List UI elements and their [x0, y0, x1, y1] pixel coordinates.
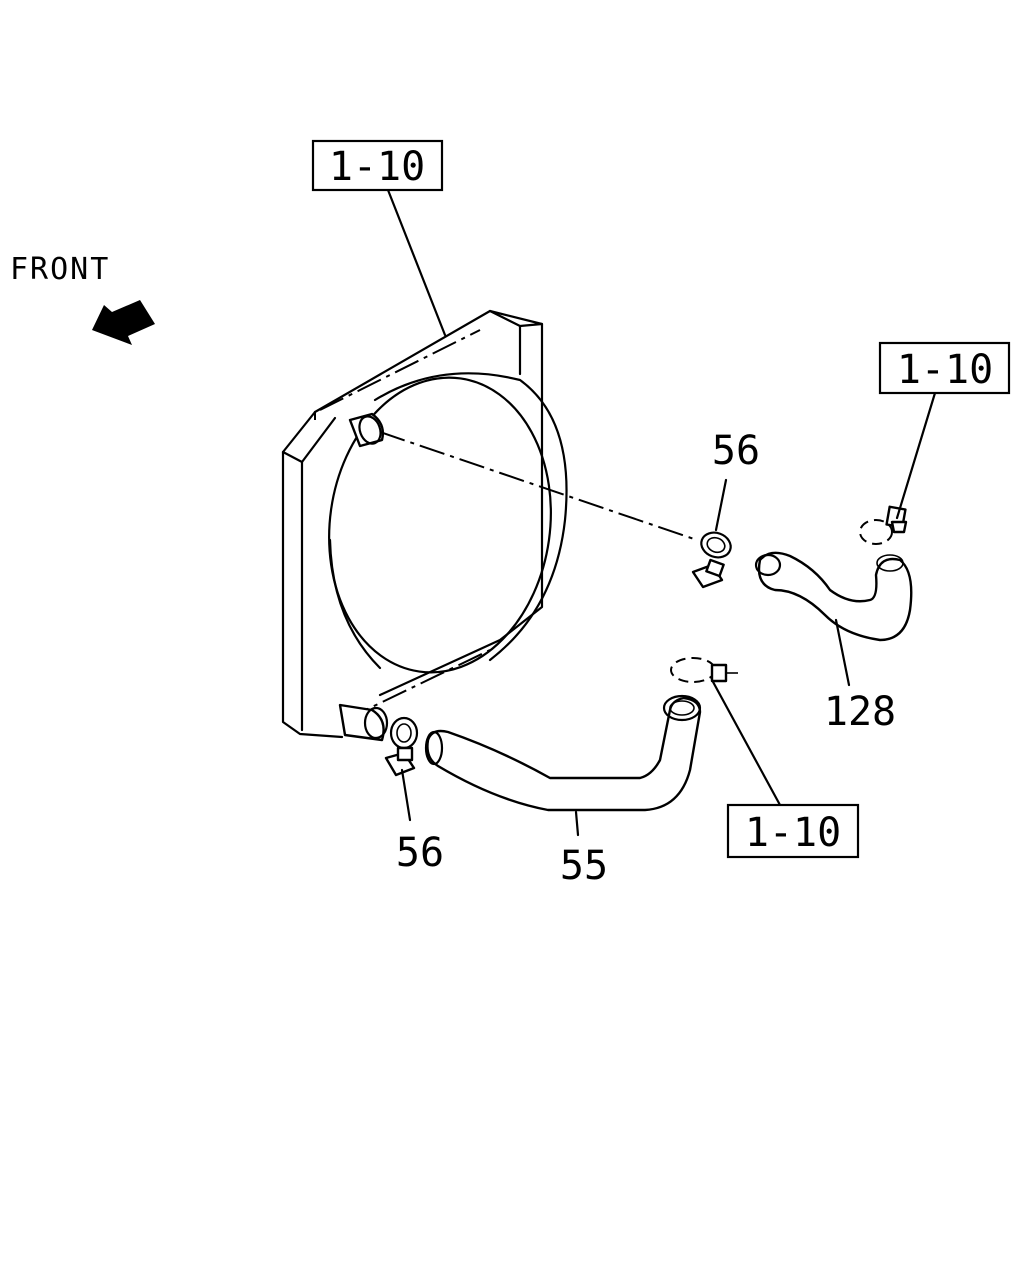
reference-label-bottom: 1-10	[745, 810, 841, 856]
clamp-right-ref	[859, 505, 908, 545]
clamp-upper	[691, 531, 732, 589]
lower-nipple	[338, 703, 389, 742]
upper-nipple	[348, 412, 385, 448]
leader-lines	[386, 188, 937, 837]
front-arrow-icon	[92, 300, 155, 345]
hose-upper	[754, 551, 913, 642]
reference-label-top: 1-10	[329, 144, 425, 190]
hose-lower	[424, 694, 702, 812]
part-number-clamp-upper: 56	[712, 428, 760, 474]
reference-box-right[interactable]: 1-10	[878, 341, 1011, 395]
reference-box-bottom[interactable]: 1-10	[726, 803, 860, 859]
clamp-lower	[384, 716, 419, 777]
reference-label-right: 1-10	[897, 347, 993, 393]
part-number-clamp-lower: 56	[396, 830, 444, 876]
front-label: FRONT	[10, 252, 110, 287]
part-number-hose-upper: 128	[824, 689, 896, 735]
radiator-shroud	[281, 309, 568, 739]
part-number-hose-lower: 55	[560, 843, 608, 889]
assembly-line-upper	[379, 431, 698, 541]
reference-box-top[interactable]: 1-10	[311, 139, 444, 192]
clamp-bottom-ref	[670, 657, 738, 683]
